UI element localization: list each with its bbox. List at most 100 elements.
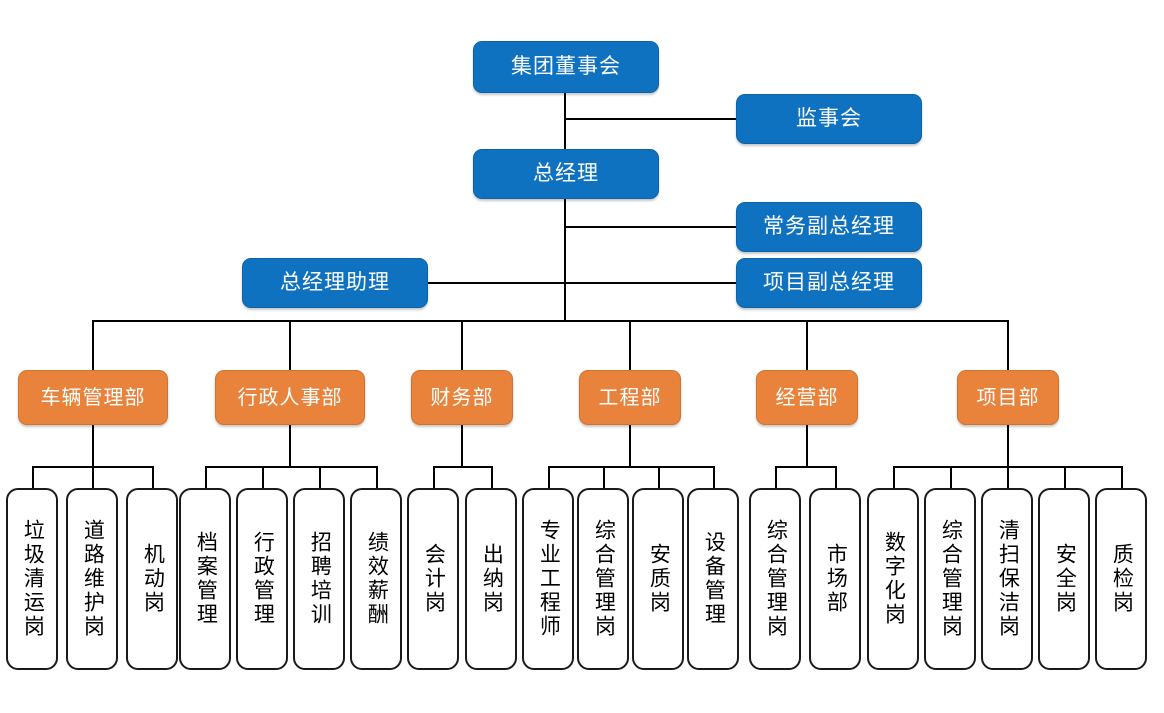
position-box[interactable]: 出纳岗 [465,488,517,670]
department-vehicle-management[interactable]: 车辆管理部 [18,370,168,425]
position-label: 绩效薪酬 [365,531,389,627]
connector-bus-to-dept-3 [629,320,631,370]
position-label: 道路维护岗 [81,519,105,639]
node-executive-deputy-gm[interactable]: 常务副总经理 [736,202,922,252]
connector-board-to-gm [564,92,566,158]
position-label: 安质岗 [647,543,671,615]
position-box[interactable]: 机动岗 [126,488,178,670]
department-administration-hr[interactable]: 行政人事部 [215,370,365,425]
node-board-label: 集团董事会 [511,55,621,79]
position-box[interactable]: 市场部 [809,488,861,670]
department-label: 行政人事部 [237,386,343,409]
connector-bus-to-dept-4 [806,320,808,370]
connector-board-to-supervisory [564,118,737,120]
connector-bus-to-dept-1 [289,320,291,370]
connector-bus-to-dept-2 [461,320,463,370]
connector-dept-0-leaf-1 [92,466,94,488]
position-box[interactable]: 安全岗 [1038,488,1090,670]
department-project[interactable]: 项目部 [957,370,1059,425]
department-label: 经营部 [775,386,839,409]
connector-dept-1-leaf-1 [262,466,264,488]
connector-gm-to-executive-deputy [564,226,737,228]
connector-dept-5-leaf-3 [1064,466,1066,488]
position-box[interactable]: 招聘培训 [293,488,345,670]
position-box[interactable]: 综合管理岗 [577,488,629,670]
position-box[interactable]: 行政管理 [236,488,288,670]
connector-dept-3-stem [629,425,631,466]
connector-dept-4-leaf-1 [835,466,837,488]
department-bus [92,320,1008,322]
position-label: 综合管理岗 [592,519,616,639]
connector-dept-2-bus [433,466,492,468]
position-box[interactable]: 垃圾清运岗 [6,488,58,670]
connector-gm-to-project-deputy [564,282,737,284]
position-box[interactable]: 数字化岗 [867,488,919,670]
department-label: 项目部 [976,386,1040,409]
connector-dept-2-leaf-0 [433,466,435,488]
node-gm-assistant-label: 总经理助理 [280,271,390,295]
connector-dept-1-stem [289,425,291,466]
position-label: 数字化岗 [882,531,906,627]
node-supervisory-board[interactable]: 监事会 [736,94,922,144]
connector-dept-3-leaf-0 [548,466,550,488]
department-label: 财务部 [430,386,494,409]
connector-dept-1-leaf-2 [319,466,321,488]
position-box[interactable]: 清扫保洁岗 [981,488,1033,670]
connector-dept-5-leaf-2 [1007,466,1009,488]
position-box[interactable]: 设备管理 [687,488,739,670]
connector-dept-0-stem [92,425,94,466]
connector-bus-to-dept-0 [92,320,94,370]
node-project-deputy-gm-label: 项目副总经理 [763,271,895,295]
department-engineering[interactable]: 工程部 [579,370,681,425]
connector-dept-1-bus [205,466,377,468]
position-label: 设备管理 [702,531,726,627]
connector-dept-5-leaf-4 [1121,466,1123,488]
position-label: 行政管理 [251,531,275,627]
position-box[interactable]: 道路维护岗 [66,488,118,670]
connector-dept-5-leaf-0 [893,466,895,488]
position-label: 会计岗 [422,543,446,615]
connector-dept-5-leaf-1 [950,466,952,488]
position-box[interactable]: 综合管理岗 [924,488,976,670]
position-label: 安全岗 [1053,543,1077,615]
connector-dept-4-leaf-0 [775,466,777,488]
node-gm-assistant[interactable]: 总经理助理 [242,258,428,308]
connector-dept-4-stem [806,425,808,466]
connector-dept-0-leaf-2 [152,466,154,488]
department-label: 车辆管理部 [40,386,146,409]
position-label: 垃圾清运岗 [21,519,45,639]
connector-dept-1-leaf-3 [376,466,378,488]
connector-dept-1-leaf-0 [205,466,207,488]
node-general-manager[interactable]: 总经理 [473,149,659,199]
connector-dept-2-leaf-1 [491,466,493,488]
connector-dept-4-bus [775,466,836,468]
node-executive-deputy-gm-label: 常务副总经理 [763,215,895,239]
position-box[interactable]: 综合管理岗 [749,488,801,670]
node-board[interactable]: 集团董事会 [473,41,659,93]
position-box[interactable]: 绩效薪酬 [350,488,402,670]
connector-gm-to-bus [564,199,566,321]
connector-dept-2-stem [461,425,463,466]
connector-dept-3-leaf-1 [603,466,605,488]
position-label: 市场部 [824,543,848,615]
position-box[interactable]: 专业工程师 [522,488,574,670]
position-label: 清扫保洁岗 [996,519,1020,639]
department-operations[interactable]: 经营部 [756,370,858,425]
department-label: 工程部 [598,386,662,409]
node-supervisory-board-label: 监事会 [796,107,862,131]
position-box[interactable]: 会计岗 [407,488,459,670]
connector-dept-0-leaf-0 [32,466,34,488]
node-project-deputy-gm[interactable]: 项目副总经理 [736,258,922,308]
position-box[interactable]: 安质岗 [632,488,684,670]
connector-dept-3-bus [548,466,714,468]
connector-gm-assistant-to-stem [427,282,565,284]
node-general-manager-label: 总经理 [533,162,599,186]
position-label: 出纳岗 [480,543,504,615]
position-box[interactable]: 档案管理 [179,488,231,670]
position-box[interactable]: 质检岗 [1095,488,1147,670]
connector-bus-to-dept-5 [1007,320,1009,370]
position-label: 质检岗 [1110,543,1134,615]
department-finance[interactable]: 财务部 [411,370,513,425]
position-label: 综合管理岗 [939,519,963,639]
